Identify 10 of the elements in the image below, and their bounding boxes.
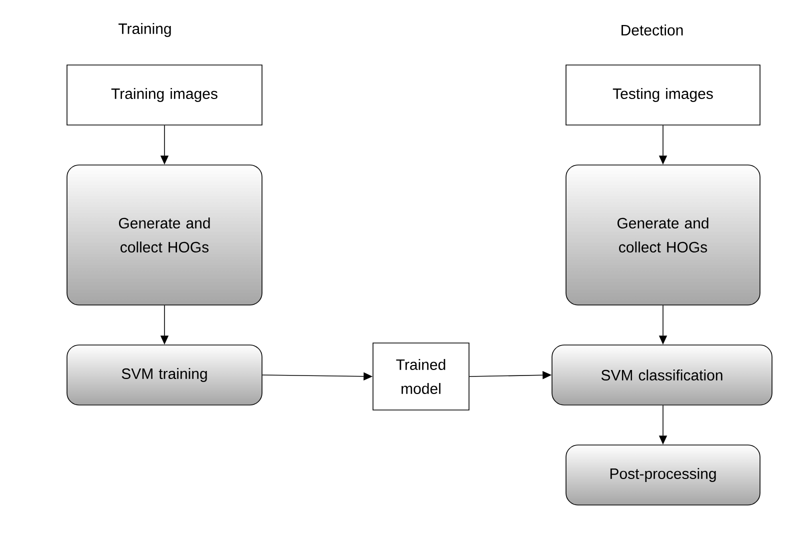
process-box: SVM classification <box>552 344 772 406</box>
process-box: SVM training <box>66 344 262 406</box>
process-box: Generate and collect HOGs <box>566 164 760 306</box>
input-box: Training images <box>66 64 262 126</box>
process-box: Generate and collect HOGs <box>66 164 262 306</box>
column-heading: Detection <box>622 24 683 36</box>
column-heading: Training <box>118 23 171 37</box>
input-box: Trained model <box>372 342 470 410</box>
input-box: Testing images <box>566 64 760 126</box>
process-box: Post-processing <box>566 444 760 506</box>
